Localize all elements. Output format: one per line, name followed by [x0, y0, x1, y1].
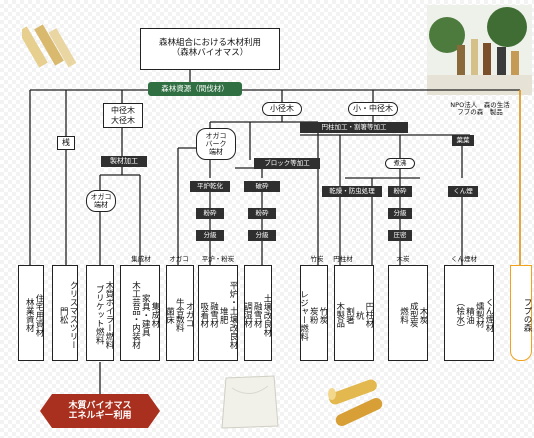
process-leaves: 葉葉 [452, 135, 474, 146]
process-steaming: 煮沸 [385, 158, 415, 169]
product-smoke: くん煙材 燻製材 精油 （桧水） [444, 265, 494, 361]
process-crush-a: 粉砕 [196, 208, 224, 219]
process-crush-b: 粉砕 [248, 208, 276, 219]
process-grinding: 破砕 [244, 181, 280, 192]
process-block: ブロック等加工 [254, 158, 320, 169]
label-maru: 円柱材 [333, 255, 353, 264]
energy-banner: 木質バイオマス エネルギー利用 [40, 394, 160, 428]
process-sawdust: オガコ 端材 [86, 190, 116, 212]
product-charcoal: 木炭 成型炭 燃料 [388, 265, 428, 361]
product-round: 円柱材 杭 割箸 木製品 [334, 265, 374, 361]
tier-medium-large: 中径木 大径木 [103, 103, 143, 128]
product-bamboo-charcoal: 竹炭 炭粉 レジャー燃料 [298, 265, 328, 361]
label-shu: 集成材 [131, 255, 151, 264]
label-kako: 竹炭 [310, 255, 324, 264]
process-classify-a: 分級 [196, 230, 224, 241]
product-snowmelt: 土壌改良材 融雪材 調湿材 [242, 265, 272, 361]
forest-resource-node: 森林資源（間伐材） [148, 82, 242, 96]
process-lumber: 製材加工 [101, 156, 147, 167]
tier-thin: 桟 [57, 136, 75, 150]
product-housing: 住宅用資材 林業資材 [18, 265, 44, 361]
label-oga: オガコ [169, 255, 189, 264]
diagram-title: 森林組合における木材利用 （森林バイオマス） [140, 28, 280, 70]
npo-products-photo [427, 5, 532, 95]
title-line2: （森林バイオマス） [171, 48, 249, 58]
wood-planks-photo [18, 22, 78, 70]
label-mokutan: 木炭 [396, 255, 410, 264]
label-hei: 平炉・粉炭 [201, 255, 235, 264]
product-sawdust: オガコ 牛舎敷料 菌床 [164, 265, 194, 361]
powder-bag-photo [218, 372, 282, 432]
process-kuna: くん煙 [448, 186, 478, 197]
bamboo-photo [320, 372, 390, 432]
process-classify-b: 分級 [248, 230, 276, 241]
process-drying: 乾燥・防虫処理 [322, 186, 382, 197]
process-flattening: 平炉乾化 [190, 181, 230, 192]
tier-small: 小径木 [262, 102, 302, 116]
product-boiler-fuel: 木質ボイラー燃料 ブリケット燃料 [86, 265, 114, 361]
process-press: 圧密 [388, 230, 412, 241]
product-christmas-tree: クリスマスツリー 門松 [52, 265, 78, 361]
product-laminated: 集成材 家具・建具 木工芸品・内装材 [120, 265, 160, 361]
process-crush-c: 粉砕 [388, 186, 412, 197]
tier-small-medium: 小・中径木 [348, 102, 398, 116]
product-soil: 平炉・土壌改良材 堆肥 融雪材 吸着材 [198, 265, 238, 361]
process-classify-c: 分級 [388, 208, 412, 219]
npo-caption: NPO法人 森の生活 フプの森 製品 [450, 100, 510, 116]
label-kunen: くん煙材 [451, 255, 477, 264]
process-round-timber: 円柱加工・割箸等加工 [300, 122, 408, 133]
product-forest: フプの森 [510, 265, 532, 361]
title-line1: 森林組合における木材利用 [158, 38, 261, 49]
process-bark: オガコ バーク 端材 [196, 128, 236, 160]
